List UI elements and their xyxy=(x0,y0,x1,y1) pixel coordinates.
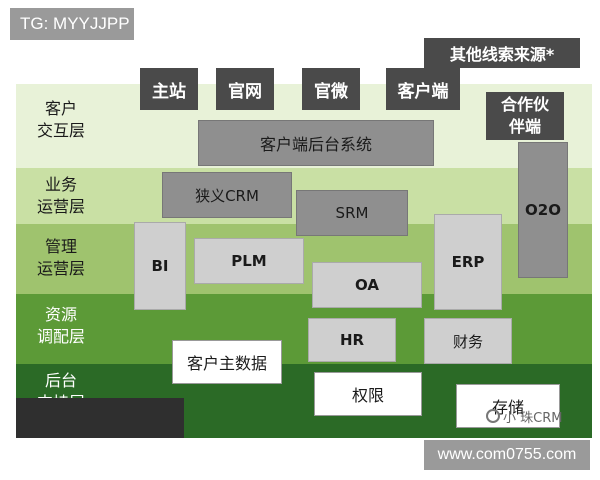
watermark-tag: TG: MYYJJPP xyxy=(10,8,134,40)
oa-system: OA xyxy=(312,262,422,308)
channel-client: 客户端 xyxy=(386,68,460,110)
srm-system: SRM xyxy=(296,190,408,236)
narrow-crm: 狭义CRM xyxy=(162,172,292,218)
channel-main-site: 主站 xyxy=(140,68,198,110)
channel-official-site: 官网 xyxy=(216,68,274,110)
watermark-logo-icon xyxy=(486,409,500,423)
layer-label-management: 管理 运营层 xyxy=(36,237,85,278)
plm-system: PLM xyxy=(194,238,304,284)
layer-label-business: 业务 运营层 xyxy=(36,175,85,216)
o2o-system: O2O xyxy=(518,142,568,278)
client-backend-system: 客户端后台系统 xyxy=(198,120,434,166)
customer-master-data: 客户主数据 xyxy=(172,340,282,384)
permission-system: 权限 xyxy=(314,372,422,416)
crm-watermark: 小 珠CRM xyxy=(486,404,586,428)
other-sources-label: 其他线索来源* xyxy=(424,38,580,68)
finance-system: 财务 xyxy=(424,318,512,364)
erp-system: ERP xyxy=(434,214,502,310)
bi-system: BI xyxy=(134,222,186,310)
partner-end: 合作伙 伴端 xyxy=(486,92,564,140)
layer-label-interaction: 客户 交互层 xyxy=(36,99,85,140)
watermark-logo-text: 小 珠CRM xyxy=(503,410,563,426)
channel-wechat: 官微 xyxy=(302,68,360,110)
dark-overlay xyxy=(16,398,184,438)
layer-label-resource: 资源 调配层 xyxy=(36,305,85,346)
hr-system: HR xyxy=(308,318,396,362)
storage-system: 存储 xyxy=(456,384,560,428)
website-watermark: www.com0755.com xyxy=(424,440,590,470)
